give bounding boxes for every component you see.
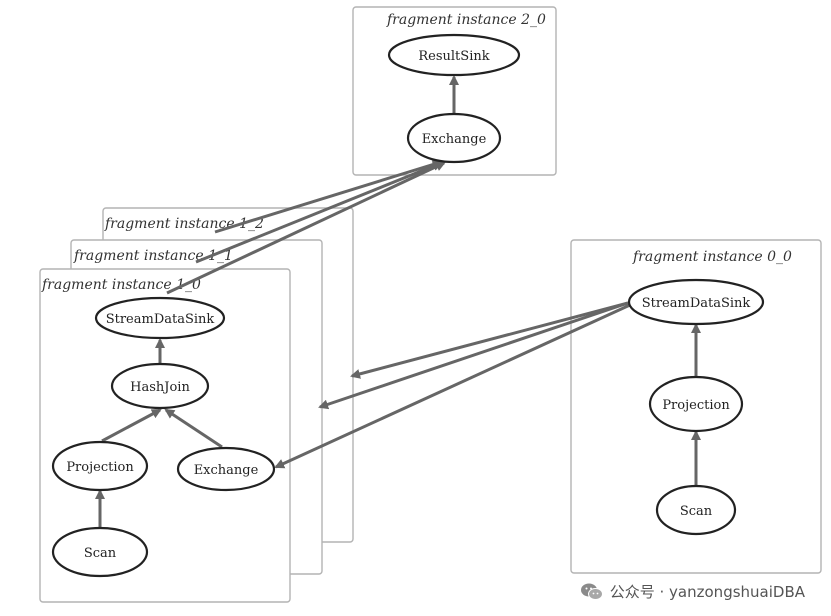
node-streamdatasink-1: StreamDataSink bbox=[94, 296, 226, 340]
edge-sink0-to-f12 bbox=[350, 301, 629, 379]
node-scan-0-label: Scan bbox=[680, 504, 713, 519]
node-projection-1-label: Projection bbox=[66, 460, 134, 475]
node-projection-0-label: Projection bbox=[662, 398, 730, 413]
watermark-text: 公众号 · yanzongshuaiDBA bbox=[609, 583, 805, 601]
fragment-1-0-title: fragment instance 1_0 bbox=[41, 277, 201, 293]
node-streamdatasink-0-label: StreamDataSink bbox=[642, 296, 751, 311]
fragment-0-0-title: fragment instance 0_0 bbox=[632, 249, 792, 265]
node-resultsink: ResultSink bbox=[387, 33, 521, 77]
node-scan-0: Scan bbox=[655, 484, 737, 536]
node-scan-1: Scan bbox=[51, 526, 149, 578]
node-projection-1: Projection bbox=[51, 440, 149, 492]
node-hashjoin-label: HashJoin bbox=[130, 380, 190, 395]
fragment-1-0: fragment instance 1_0 bbox=[39, 268, 291, 603]
node-projection-0: Projection bbox=[648, 375, 744, 433]
edge-f12-to-exchange-top bbox=[214, 159, 443, 234]
fragment-1-0-box bbox=[39, 268, 291, 603]
node-hashjoin: HashJoin bbox=[110, 362, 210, 410]
node-exchange-top: Exchange bbox=[406, 112, 502, 164]
node-exchange-1-label: Exchange bbox=[194, 463, 259, 478]
node-streamdatasink-0: StreamDataSink bbox=[627, 278, 765, 326]
node-exchange-1: Exchange bbox=[176, 446, 276, 492]
edge-f11-to-exchange-top bbox=[195, 161, 443, 264]
fragment-1-1-title: fragment instance 1_1 bbox=[73, 248, 233, 264]
node-streamdatasink-1-label: StreamDataSink bbox=[106, 312, 215, 327]
node-exchange-top-label: Exchange bbox=[422, 132, 487, 147]
fragment-2-0-title: fragment instance 2_0 bbox=[386, 12, 546, 28]
wechat-icon bbox=[580, 583, 603, 600]
edge-exchange-to-hashjoin bbox=[164, 408, 223, 449]
edge-sink0-to-f11 bbox=[318, 301, 629, 410]
edge-projection-to-hashjoin bbox=[101, 408, 162, 443]
watermark: 公众号 · yanzongshuaiDBA bbox=[580, 581, 805, 602]
node-scan-1-label: Scan bbox=[84, 546, 117, 561]
edge-sink0-to-exchange1 bbox=[274, 303, 631, 469]
edge-f10-to-exchange-top bbox=[166, 161, 446, 295]
node-resultsink-label: ResultSink bbox=[418, 49, 489, 64]
